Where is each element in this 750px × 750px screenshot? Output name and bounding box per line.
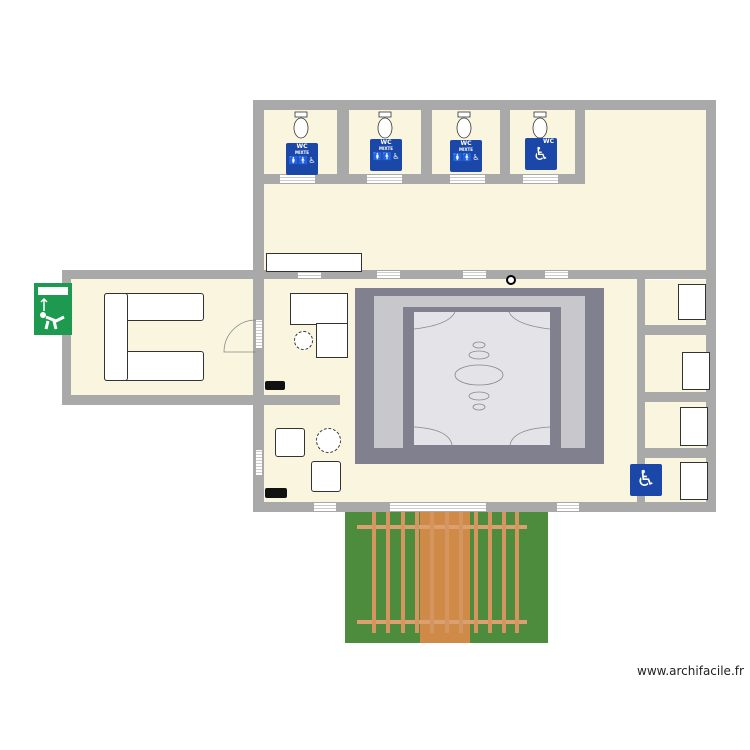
cctv-camera-icon [265,381,285,390]
pergola-beam [357,525,527,529]
wall-right-stall-h2 [637,392,716,402]
wall-stall-divider-2 [421,100,432,180]
wall-right-stalls [637,279,645,502]
door[interactable] [280,175,315,183]
emergency-exit-sign [34,283,72,335]
toilet-fixture [682,352,710,390]
door-swing [223,319,257,353]
pergola-slat [488,512,492,633]
wall-meeting-left [62,270,71,405]
pergola-slat [415,512,419,633]
pergola-slat [372,512,376,633]
pergola-slat [474,512,478,633]
wall-stall-divider-4 [575,100,585,180]
desk [316,323,348,358]
window [463,271,486,278]
pergola-slat [502,512,506,633]
wc-sign-accessible: WC ♿ [525,138,557,170]
wall-right-stall-h3 [637,448,716,458]
door[interactable] [523,175,558,183]
toilet-fixture [680,407,708,446]
window [298,271,321,278]
window [545,271,568,278]
watermark: www.archifacile.fr [637,664,744,678]
pergola-slat [401,512,405,633]
window [377,271,400,278]
office-chair [294,331,313,350]
counter [266,253,362,272]
wall-meeting-bottom [62,395,340,405]
wc-sign-mixed-2: WC MIXTE 🚺🚹♿ [370,139,402,171]
door[interactable] [450,175,485,183]
cctv-camera-icon [265,488,287,498]
running-man-exit-icon [38,287,68,330]
wall-left-main [253,100,264,512]
cctv-camera-icon [506,275,516,285]
toilet-fixture [678,284,706,320]
wheelchair-icon: ♿ [532,144,550,165]
round-table [316,428,341,453]
door[interactable] [367,175,402,183]
garden-lawn [345,512,548,643]
toilet-fixture [680,462,708,500]
pergola-slat [430,512,434,633]
armchair [311,461,341,492]
window [314,503,336,511]
wall-top [253,100,716,110]
door[interactable] [256,450,262,475]
mixed-wc-accessible-icon: 🚺🚹♿ [372,152,400,161]
wc-sign-mixed-1: WC MIXTE 🚺🚹♿ [286,143,318,175]
pergola-slat [459,512,463,633]
pergola [357,512,527,643]
desk [290,293,348,325]
meeting-table [104,293,204,381]
wall-stall-divider-3 [500,100,510,180]
armchair [275,428,305,457]
wc-sign-mixed-3: WC MIXTE 🚺🚹♿ [450,140,482,172]
pergola-slat [386,512,390,633]
wall-right-stall-h1 [637,325,716,335]
wall-right [706,100,716,512]
accessible-sign: ♿ [630,464,662,496]
main-entrance-door[interactable] [390,503,486,511]
dance-floor [413,311,551,446]
wall-stall-divider-1 [337,100,349,180]
window [557,503,579,511]
toilet-icons [293,111,548,139]
pergola-slat [445,512,449,633]
mixed-wc-accessible-icon: 🚺🚹♿ [288,156,316,165]
pergola-slat [515,512,519,633]
mixed-wc-accessible-icon: 🚺🚹♿ [452,153,480,162]
wc-corridor-floor [263,110,706,275]
wheelchair-icon: ♿ [636,467,656,492]
stage [355,288,604,464]
pergola-beam [357,620,527,624]
door[interactable] [256,320,262,348]
wall-wc-row [253,174,585,184]
